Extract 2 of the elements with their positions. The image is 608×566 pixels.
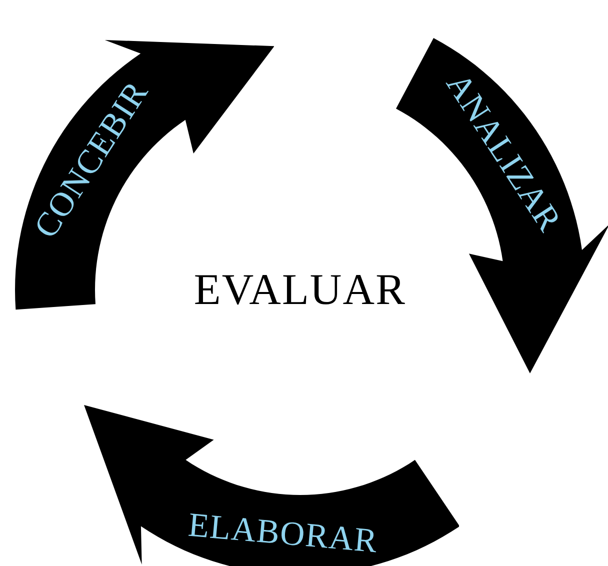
arrow-label: ELABORAR [186, 509, 380, 560]
center-label: EVALUAR [194, 268, 406, 312]
